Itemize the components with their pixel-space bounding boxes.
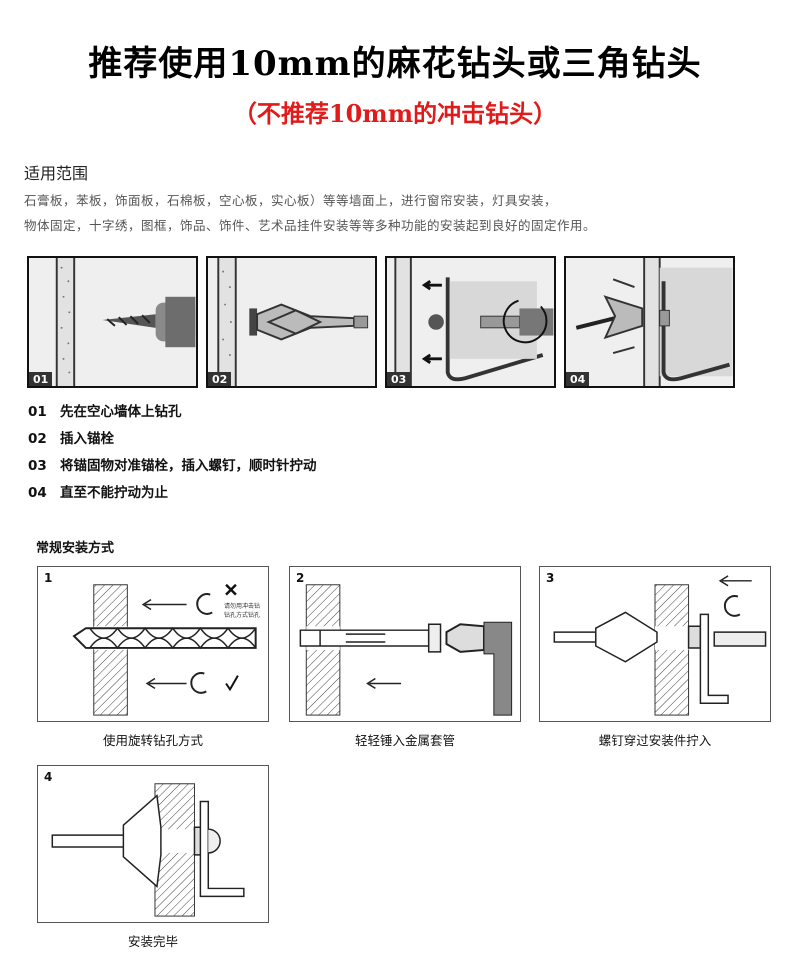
method-title: 常规安装方式	[36, 541, 115, 556]
photo-panel-screw: 03	[385, 256, 556, 388]
panel-label: 01	[29, 372, 53, 386]
panel-label: 02	[208, 372, 232, 386]
step-number: 03	[28, 458, 47, 474]
drill-illustration	[29, 258, 196, 386]
panel-label: 03	[387, 372, 411, 386]
scope-line-1: 石膏板，苯板，饰面板，石棉板，空心板，实心板）等等墙面上，进行窗帘安装，灯具安装…	[24, 193, 558, 208]
scope-title: 适用范围	[24, 164, 89, 183]
step-text: 将锚固物对准锚栓，插入螺钉，顺时针拧动	[60, 458, 317, 474]
diagram-4: 4	[37, 765, 269, 923]
step-text: 直至不能拧动为止	[60, 485, 168, 501]
photo-panel-done: 04	[564, 256, 735, 388]
step-text: 插入锚栓	[60, 431, 114, 447]
diagram-3: 3	[539, 566, 771, 722]
diagram-note-2: 钻孔方式钻孔	[224, 612, 261, 619]
step-03: 03 将锚固物对准锚栓，插入螺钉，顺时针拧动	[28, 454, 317, 474]
anchor-insert-illustration	[208, 258, 375, 386]
anchor-expanded-illustration	[566, 258, 733, 386]
diagram-3-caption: 螺钉穿过安装件拧入	[598, 733, 712, 748]
diagram-1-caption: 使用旋转钻孔方式	[102, 733, 203, 748]
step-number: 01	[28, 404, 47, 420]
step-02: 02 插入锚栓	[28, 427, 114, 447]
diagram-2-caption: 轻轻锤入金属套管	[354, 733, 455, 748]
step-number: 04	[28, 485, 47, 501]
page-title: 推荐使用10mm的麻花钻头或三角钻头	[88, 44, 702, 84]
diagram-4-caption: 安装完毕	[127, 934, 178, 949]
page-subtitle: （不推荐10mm的冲击钻头）	[232, 99, 558, 128]
hammer-diagram	[299, 584, 513, 716]
diagram-1: 1 请勿用冲击钻 钻孔方式钻孔	[37, 566, 269, 722]
screw-through-diagram	[553, 575, 767, 716]
panel-label: 04	[566, 372, 590, 386]
diagram-number: 4	[44, 770, 53, 784]
diagram-note-1: 请勿用冲击钻	[224, 603, 261, 610]
step-text: 先在空心墙体上钻孔	[60, 404, 182, 420]
diagram-number: 3	[546, 571, 555, 585]
step-number: 02	[28, 431, 47, 447]
step-04: 04 直至不能拧动为止	[28, 481, 168, 501]
diagram-2: 2	[289, 566, 521, 722]
diagram-number: 1	[44, 571, 53, 585]
rotary-drill-diagram	[72, 583, 257, 716]
installed-diagram	[51, 783, 245, 917]
screw-insert-illustration	[387, 258, 554, 386]
scope-line-2: 物体固定，十字绣，图框，饰品、饰件、艺术品挂件安装等等多种功能的安装起到良好的固…	[24, 218, 597, 233]
photo-panel-insert: 02	[206, 256, 377, 388]
step-01: 01 先在空心墙体上钻孔	[28, 400, 182, 420]
diagram-number: 2	[296, 571, 305, 585]
photo-panel-drill: 01	[27, 256, 198, 388]
